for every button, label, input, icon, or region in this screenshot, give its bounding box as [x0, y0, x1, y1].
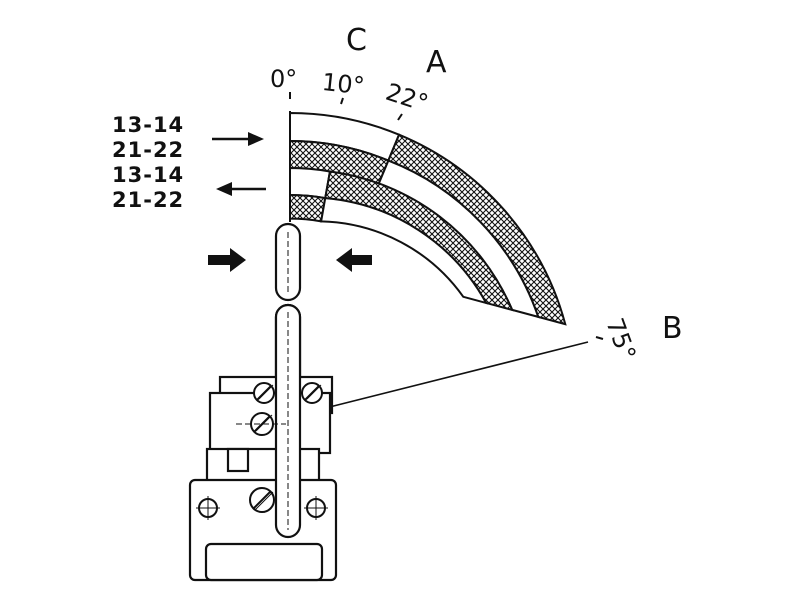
center-screw-icon	[249, 487, 275, 513]
contact-label-lower-line2: 21-22	[112, 188, 184, 212]
contact-label-upper-line1: 13-14	[112, 113, 184, 137]
band-inner-hatched-segment	[289, 193, 327, 223]
direction-arrows	[208, 132, 372, 272]
contact-labels: 13-14 21-22 13-14 21-22	[112, 113, 184, 212]
screw-icon	[253, 382, 275, 404]
base-recess	[204, 542, 324, 582]
angle-label-75: 75°	[600, 314, 641, 364]
angle-label-10: 10°	[321, 68, 366, 100]
head-neck	[205, 447, 321, 483]
mounting-hole-right-icon	[304, 496, 328, 520]
switch-head	[188, 303, 338, 582]
contact-label-upper-line2: 21-22	[112, 138, 184, 162]
angle-labels: 0° 10° 22° 75°	[270, 65, 641, 364]
arrow-right-icon	[212, 132, 264, 146]
zone-label-a: A	[426, 45, 447, 80]
pivot-screw-icon	[236, 412, 286, 436]
angle-label-22: 22°	[382, 78, 431, 118]
angle-ticks	[289, 92, 604, 340]
band-inner-open-segment	[319, 197, 489, 305]
screws	[196, 382, 328, 520]
zone-label-c: C	[346, 23, 367, 58]
hex-nut	[226, 447, 250, 473]
screw-icon	[301, 382, 323, 404]
zone-labels: C A B	[346, 23, 683, 346]
arrow-left-icon	[216, 182, 266, 196]
angle-label-0: 0°	[270, 65, 297, 93]
arc-bands	[261, 111, 589, 425]
mounting-hole-left-icon	[196, 496, 220, 520]
arrow-push-left-icon	[336, 248, 372, 272]
band-third-open-segment	[289, 166, 332, 200]
zone-label-b: B	[662, 311, 683, 346]
arrow-push-right-icon	[208, 248, 246, 272]
contact-label-lower-line1: 13-14	[112, 163, 184, 187]
